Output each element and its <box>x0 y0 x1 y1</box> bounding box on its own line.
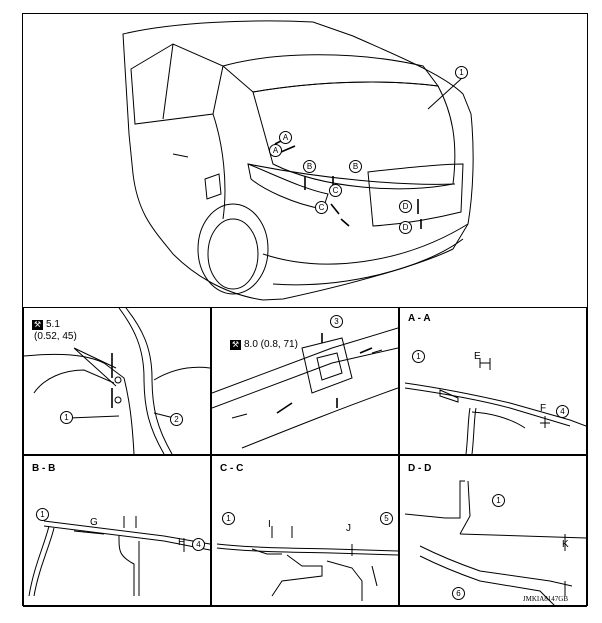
panel-section-bb: B - B 1 4 G H <box>23 455 211 607</box>
section-marker-a-lower: A <box>269 144 282 157</box>
section-marker-b-left: B <box>303 160 316 173</box>
callout-1-aa: 1 <box>412 350 425 363</box>
section-marker-c-lower: C <box>315 201 328 214</box>
section-aa-drawing <box>404 358 586 454</box>
section-title-dd: D - D <box>408 463 432 474</box>
callout-3: 3 <box>330 315 343 328</box>
callout-4-bb: 4 <box>192 538 205 551</box>
section-cc-drawing <box>216 526 398 601</box>
panel-section-dd: D - D 1 6 K JMKIA8147GB <box>399 455 587 607</box>
torque-wrench-icon: ⚒ <box>32 320 43 330</box>
car-rear-illustration <box>122 20 474 301</box>
callout-6: 6 <box>452 587 465 600</box>
section-marker-b-right: B <box>349 160 362 173</box>
dim-k: K <box>562 539 569 550</box>
dim-i: I <box>268 519 271 530</box>
center-detail-drawing <box>212 327 398 449</box>
panel-section-aa: A - A 1 4 E F <box>399 307 587 455</box>
callout-1-cc: 1 <box>222 512 235 525</box>
left-detail-drawing <box>24 308 210 454</box>
diagram-frame: 1 A A B B C C D D ⚒ 5.1 (0.52, 45) 1 2 <box>22 13 588 607</box>
section-marker-d-lower: D <box>399 221 412 234</box>
torque-left-value: 5.1 <box>46 319 60 330</box>
dim-f: F <box>540 403 547 414</box>
section-dd-drawing <box>404 480 586 606</box>
callout-2: 2 <box>170 413 183 426</box>
section-marker-d-upper: D <box>399 200 412 213</box>
panel-left-detail: ⚒ 5.1 (0.52, 45) 1 2 <box>23 307 211 455</box>
dim-e: E <box>474 351 481 362</box>
dim-j: J <box>346 523 351 534</box>
callout-4-aa: 4 <box>556 405 569 418</box>
torque-center-value: 8.0 (0.8, 71) <box>244 339 298 350</box>
callout-1-bb: 1 <box>36 508 49 521</box>
section-title-aa: A - A <box>408 313 431 324</box>
section-title-cc: C - C <box>220 463 244 474</box>
callout-5: 5 <box>380 512 393 525</box>
section-marker-a-upper: A <box>279 131 292 144</box>
panel-center-detail: ⚒ 8.0 (0.8, 71) 3 <box>211 307 399 455</box>
torque-wrench-icon-center: ⚒ <box>230 340 241 350</box>
dim-g: G <box>90 517 98 528</box>
panel-section-cc: C - C 1 5 I J <box>211 455 399 607</box>
figure-code: JMKIA8147GB <box>522 595 568 603</box>
section-bb-drawing <box>28 516 210 597</box>
section-marker-c-upper: C <box>329 184 342 197</box>
dim-h: H <box>178 537 186 548</box>
callout-1-dd: 1 <box>492 494 505 507</box>
callout-1-left-detail: 1 <box>60 411 73 424</box>
section-title-bb: B - B <box>32 463 56 474</box>
callout-1-top: 1 <box>455 66 468 79</box>
torque-left-units: (0.52, 45) <box>34 331 77 342</box>
